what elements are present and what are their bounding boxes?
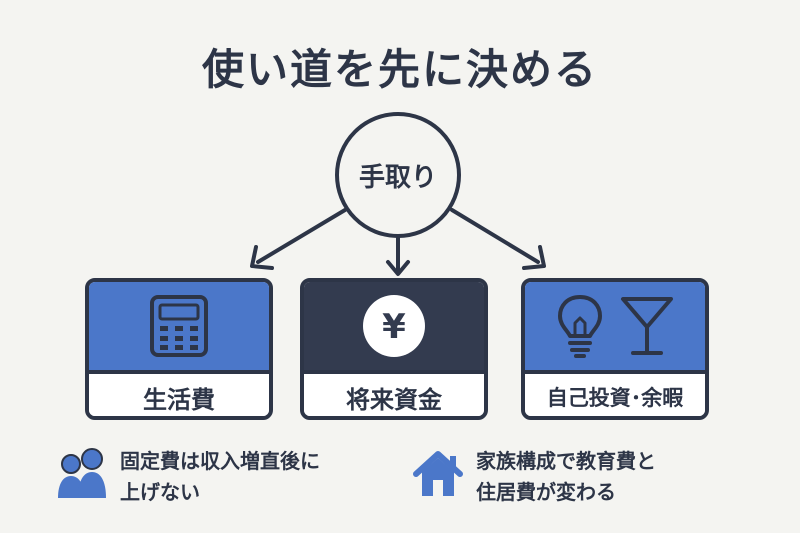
note-text: 家族構成で教育費と 住居費が変わる [476,446,656,508]
light-bulb-icon [558,295,602,358]
category-label-future-funds: 将来資金 [304,374,484,416]
category-label-self-investment-leisure: 自己投資･余暇 [525,374,705,416]
diagram-title: 使い道を先に決める [201,45,598,94]
category-card-future-funds: ¥ 将来資金 [300,278,488,420]
svg-text:¥: ¥ [382,307,406,347]
note-line: 固定費は収入増直後に [120,449,320,473]
category-card-living-expenses: 生活費 [85,278,273,420]
house-icon [413,451,463,496]
category-card-self-investment-leisure: 自己投資･余暇 [521,278,709,420]
arrow-left-head [250,245,274,270]
note-line: 上げない [120,480,200,504]
category-card-icon-area [525,282,705,374]
note-fixed-costs: 固定費は収入増直後に 上げない [56,446,320,508]
category-card-icon-area: ¥ [304,282,484,374]
cocktail-glass-icon [621,297,673,355]
center-node-label: 手取り [358,162,437,193]
category-label-living-expenses: 生活費 [89,374,269,416]
note-line: 住居費が変わる [476,480,616,504]
people-icon [58,448,106,498]
note-text: 固定費は収入増直後に 上げない [120,446,320,508]
category-card-icon-area [89,282,269,374]
yen-coin-icon: ¥ [363,295,425,357]
arrow-left [256,208,347,264]
center-node-take-home-pay: 手取り [335,112,461,238]
note-line: 家族構成で教育費と [476,449,656,473]
arrow-right [450,208,540,264]
arrow-center-head [386,260,410,276]
arrow-right-head [522,245,546,270]
note-family-structure: 家族構成で教育費と 住居費が変わる [412,446,656,508]
calculator-icon [150,295,208,357]
